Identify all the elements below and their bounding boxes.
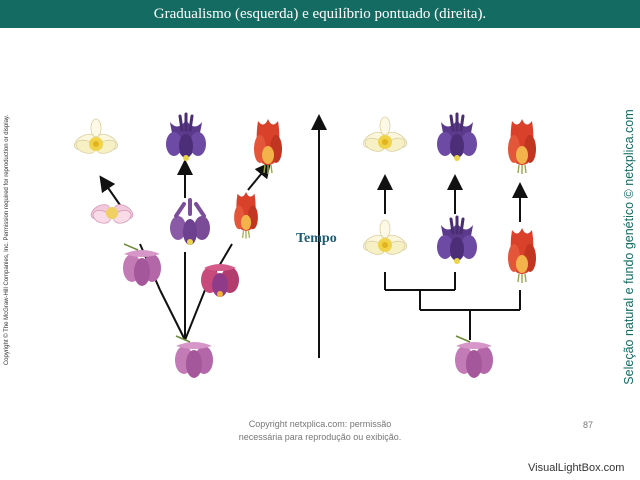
slide-title: Gradualismo (esquerda) e equilíbrio pont… [0, 0, 640, 28]
purple-flower-top-left [164, 112, 208, 163]
footer-copyright: Copyright netxplica.com: permissão neces… [200, 418, 440, 444]
page-number: 87 [583, 420, 594, 430]
side-caption: Seleção natural e fundo genético © netxp… [622, 109, 636, 385]
red-flower-mid-right [507, 227, 537, 284]
ancestor-flower-right [454, 335, 494, 379]
footer-line-1: Copyright netxplica.com: permissão [248, 419, 392, 429]
yellow-flower-top-left [71, 118, 121, 157]
purple-flower-top-right [435, 112, 479, 163]
red-flower-top-left [253, 118, 283, 175]
red-flower-mid-left [233, 191, 259, 240]
red-flower-top-right [507, 118, 537, 175]
redpurple-flower-low-left [201, 264, 239, 297]
yellow-flower-mid-right [360, 219, 410, 258]
time-axis-label: Tempo [296, 231, 337, 246]
pink-flower-mid-left [88, 201, 136, 226]
ancestor-flower-left [174, 335, 214, 379]
violet-flower-mid-left [168, 198, 212, 247]
footer-line-2: necessária para reprodução ou exibição. [238, 432, 402, 442]
purple-flower-mid-right [435, 215, 479, 266]
punctuated-tree [377, 174, 528, 340]
watermark-link[interactable]: VisualLightBox.com [528, 462, 625, 474]
yellow-flower-top-right [360, 116, 410, 155]
magenta-flower-low-left [122, 243, 162, 287]
